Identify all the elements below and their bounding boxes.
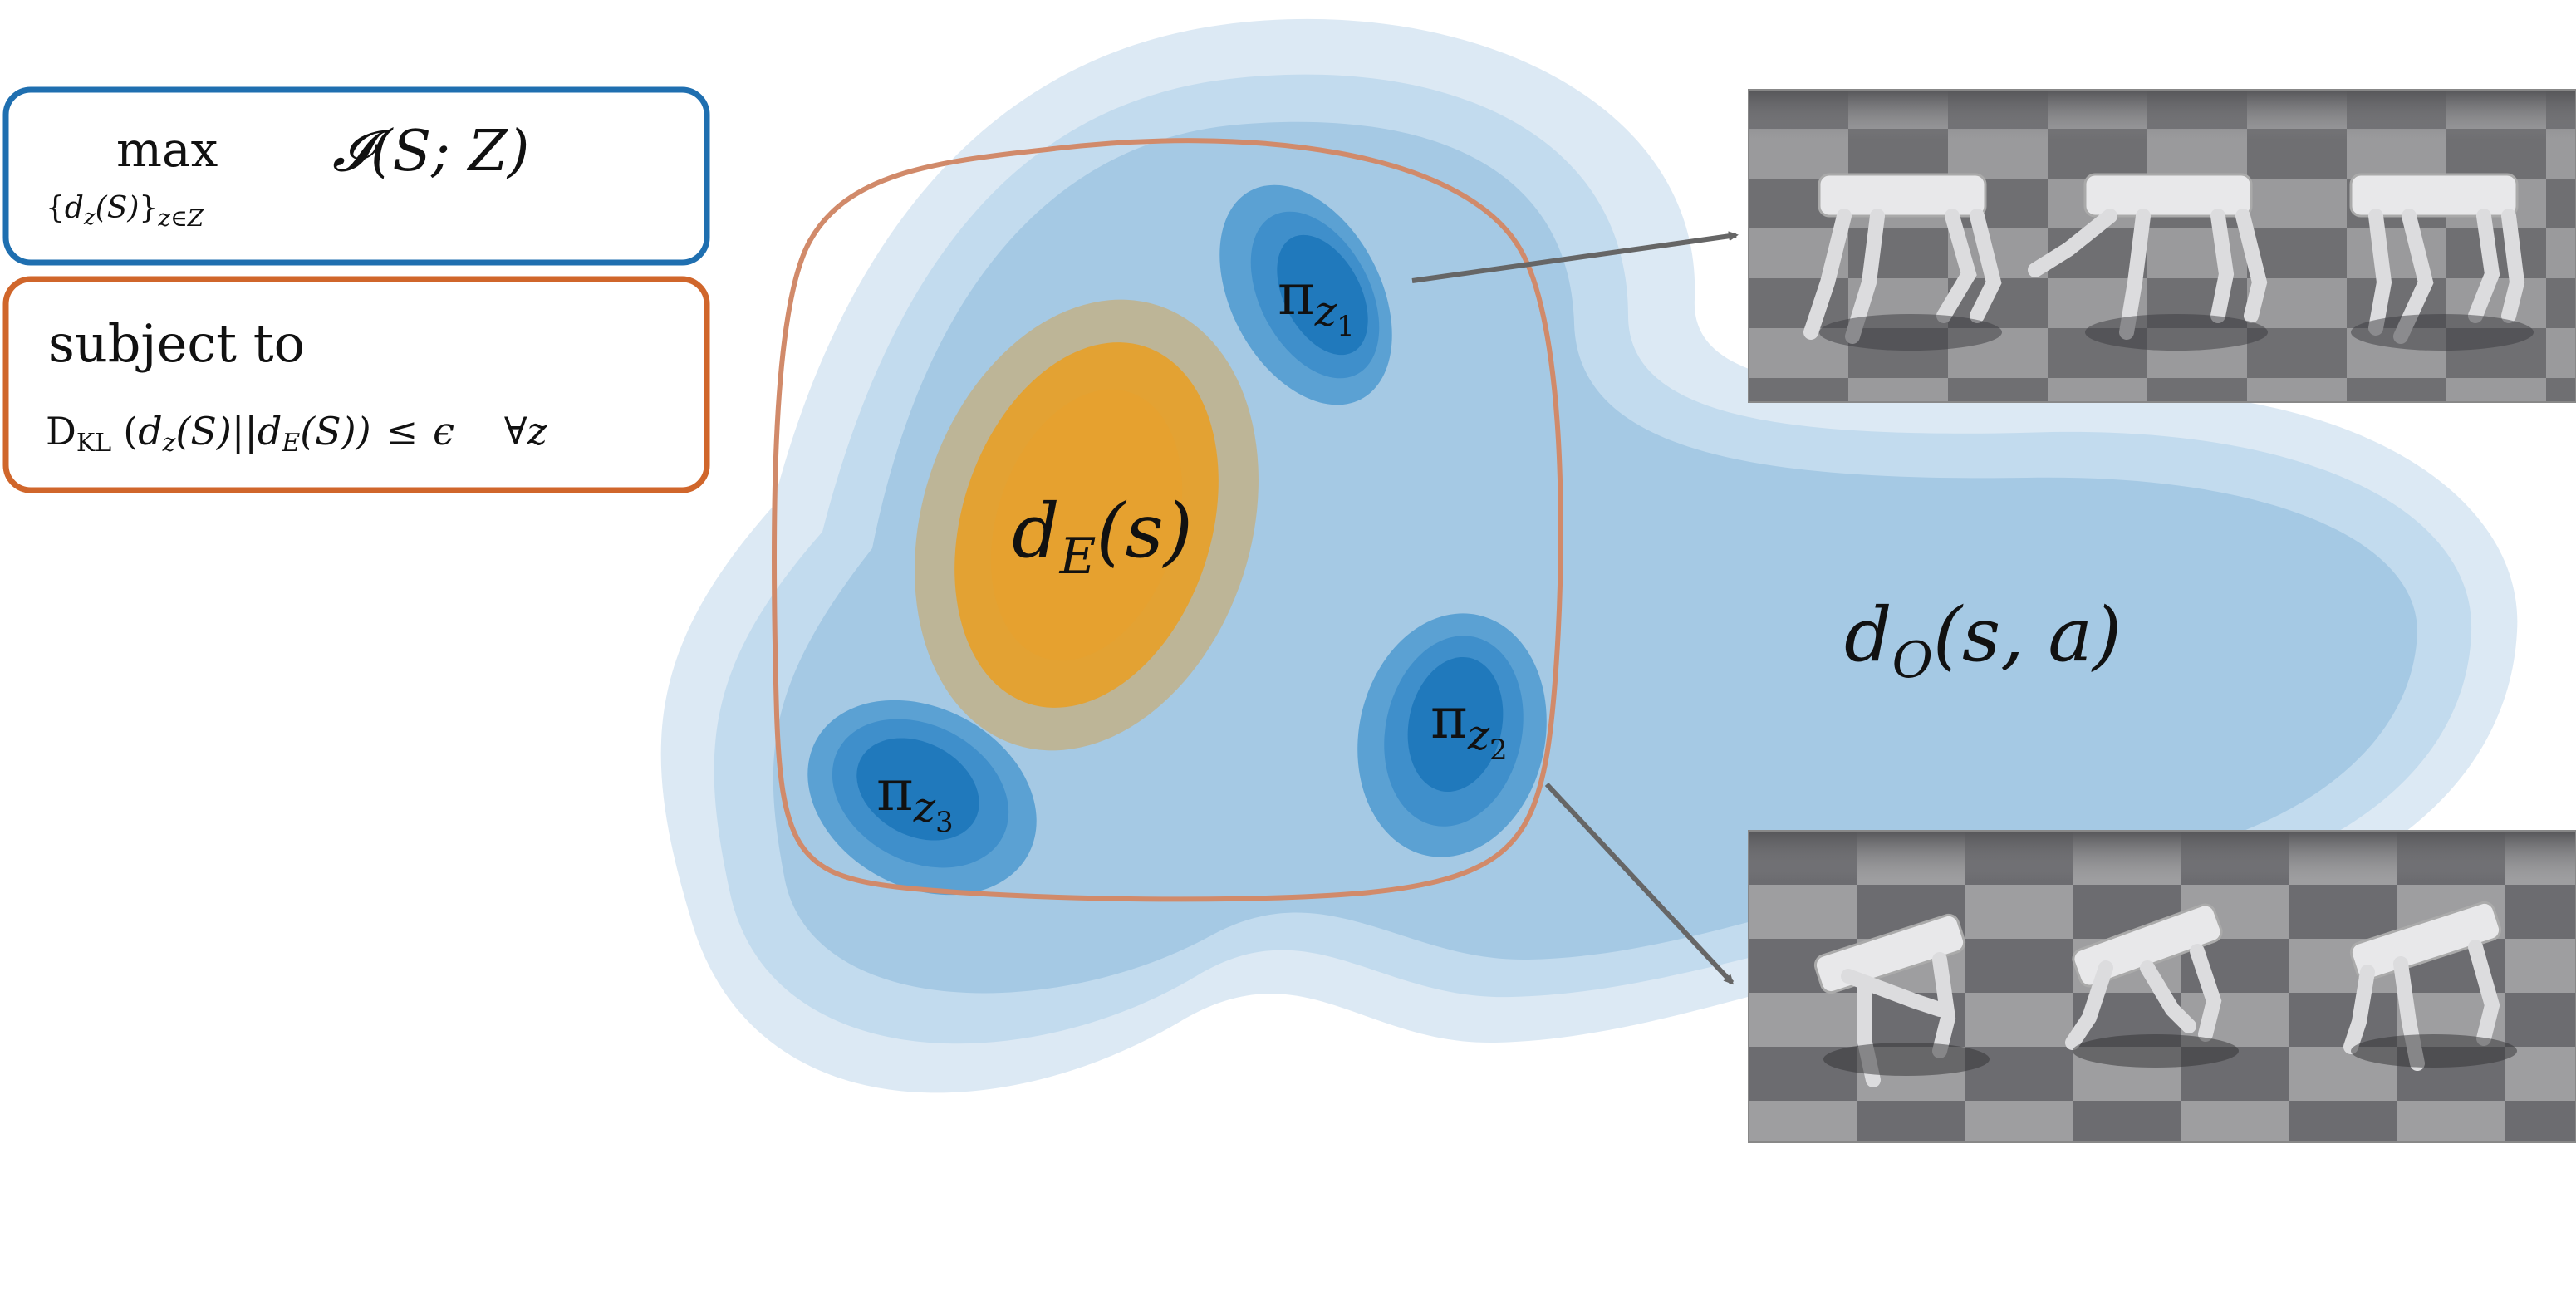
offline-label: dO(s, a) <box>1844 592 2122 690</box>
expert-inner <box>990 389 1183 661</box>
skill-z2-distribution <box>1357 613 1547 857</box>
skill-z3-label: πz3 <box>876 758 954 839</box>
constraint-title: subject to <box>48 313 305 374</box>
svg-text:max: max <box>116 121 218 178</box>
arrow-to-top-panel <box>1411 231 1739 283</box>
expert-label: dE(s) <box>1012 488 1193 586</box>
max-operator: max <box>116 121 218 178</box>
kl-constraint: DKL(dz(S)||dE(S))≤ϵ∀z <box>46 409 548 458</box>
expert-distribution <box>915 299 1259 751</box>
robot-panel-top <box>1748 89 2576 403</box>
skill-z3-distribution <box>807 700 1037 896</box>
skill-z1-distribution <box>1219 184 1392 405</box>
skill-region-boundary <box>771 138 1563 902</box>
robot-panel-bottom <box>1748 830 2576 1143</box>
max-subscript: {dz(S)}z∈Z <box>46 191 204 232</box>
objective-box <box>2 86 710 266</box>
robot-top-3 <box>2349 173 2534 351</box>
robot-bottom-2 <box>2065 903 2239 1068</box>
robot-top-2 <box>2028 173 2268 351</box>
robot-top-1 <box>1803 173 2002 351</box>
skill-z2-label: πz2 <box>1430 686 1508 767</box>
robot-bottom-1 <box>1813 913 1990 1087</box>
mutual-information: 𝓘(S; Z) <box>332 119 529 184</box>
arrow-to-bottom-panel <box>1544 782 1735 985</box>
constraint-box <box>2 276 710 493</box>
skill-z1-label: πz1 <box>1278 263 1355 343</box>
robot-bottom-3 <box>2343 901 2517 1071</box>
